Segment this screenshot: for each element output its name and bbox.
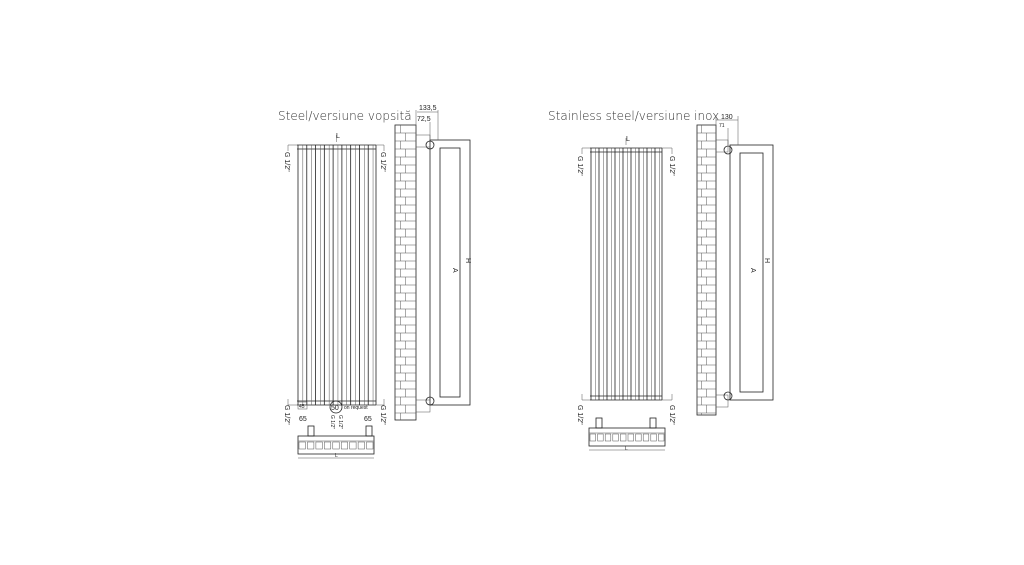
wall-bracket-top (415, 134, 431, 148)
tube-section (635, 433, 642, 442)
tube-section (307, 441, 315, 450)
tube-section (332, 441, 340, 450)
width-symbol-top: L (336, 133, 340, 140)
connection-valve-icon (425, 396, 435, 406)
tube-section (658, 433, 665, 442)
bottom-view (588, 417, 666, 451)
tube-section (349, 441, 357, 450)
tube-section (589, 433, 596, 442)
pipe-label-bottom-left: G 1/2" (576, 405, 583, 425)
tube-section (620, 433, 627, 442)
tube-section (357, 441, 365, 450)
tube-section (340, 441, 348, 450)
stainless-title: Stainless steel/versiune inox (548, 109, 719, 123)
pipe-label-bottom-left: G 1/2" (283, 405, 290, 425)
side-view (415, 110, 471, 413)
tube-section (604, 433, 612, 442)
radiator-outline (729, 144, 774, 401)
width-symbol-bottom: L (335, 453, 338, 459)
tube-section (642, 433, 650, 442)
front-view (581, 138, 673, 401)
height-symbol-h: H (763, 258, 770, 263)
center-pipe-label-2: G 1/2" (337, 415, 343, 429)
pipe-label-top-left: G 1/2" (283, 152, 290, 172)
dim-axis: 71 (719, 123, 725, 129)
pipe-label-bottom-right: G 1/2" (668, 405, 675, 425)
center-option-value: 50 (331, 405, 339, 412)
connection-valve-icon (425, 140, 435, 150)
center-connection-option (329, 400, 343, 414)
dim-total: 133,5 (419, 105, 437, 112)
pipe-label-top-right: G 1/2" (379, 152, 386, 172)
pipe-label-top-right: G 1/2" (668, 156, 675, 176)
bottom-outline (588, 427, 666, 447)
brick-wall (696, 124, 717, 416)
wall-bracket-bottom (715, 394, 729, 408)
center-pipe-label-1: G 1/2" (329, 415, 335, 429)
pipe-label-bottom-right: G 1/2" (379, 405, 386, 425)
height-symbol-h: H (464, 258, 471, 263)
side-view (715, 116, 774, 408)
left-offset-dim: 65 (299, 416, 307, 423)
tube-section (612, 433, 619, 442)
tube-section (597, 433, 604, 442)
height-symbol-a: A (749, 268, 756, 273)
connection-stub (595, 417, 603, 429)
tube-section (298, 441, 306, 450)
wall-bracket-bottom (415, 399, 431, 413)
dim-total: 130 (721, 114, 733, 121)
connection-stub (307, 425, 315, 437)
stainless-version-drawing: Stainless steel/versiune inox L G 1/2" G… (548, 109, 774, 452)
pipe-label-top-left: G 1/2" (576, 156, 583, 176)
steel-title: Steel/versiune vopsită (278, 109, 412, 123)
connection-stub (365, 425, 373, 437)
center-option-note: on request (344, 405, 368, 411)
dim-axis: 72,5 (417, 116, 431, 123)
connection-valve-icon (723, 391, 733, 401)
bottom-small-dim: 45 (299, 404, 305, 410)
width-symbol-top: L (626, 136, 630, 143)
tube-section (324, 441, 332, 450)
steel-version-drawing: Steel/versiune vopsită L G 1/2" G 1/2" G… (278, 105, 471, 459)
bottom-view (297, 425, 375, 459)
tube-section (315, 441, 323, 450)
right-offset-dim: 65 (364, 416, 372, 423)
connection-stub (649, 417, 657, 429)
front-view (287, 135, 385, 406)
tube-section (650, 433, 657, 442)
tube-section (366, 441, 374, 450)
radiator-inner (739, 152, 764, 393)
bottom-outline (297, 435, 375, 455)
tube-section (627, 433, 634, 442)
height-symbol-a: A (451, 268, 458, 273)
radiator-inner (439, 147, 461, 398)
connection-valve-icon (723, 145, 733, 155)
width-symbol-bottom: L (625, 446, 628, 452)
radiator-outline (429, 139, 471, 406)
brick-wall (394, 124, 417, 421)
small-dim-box (297, 401, 308, 410)
